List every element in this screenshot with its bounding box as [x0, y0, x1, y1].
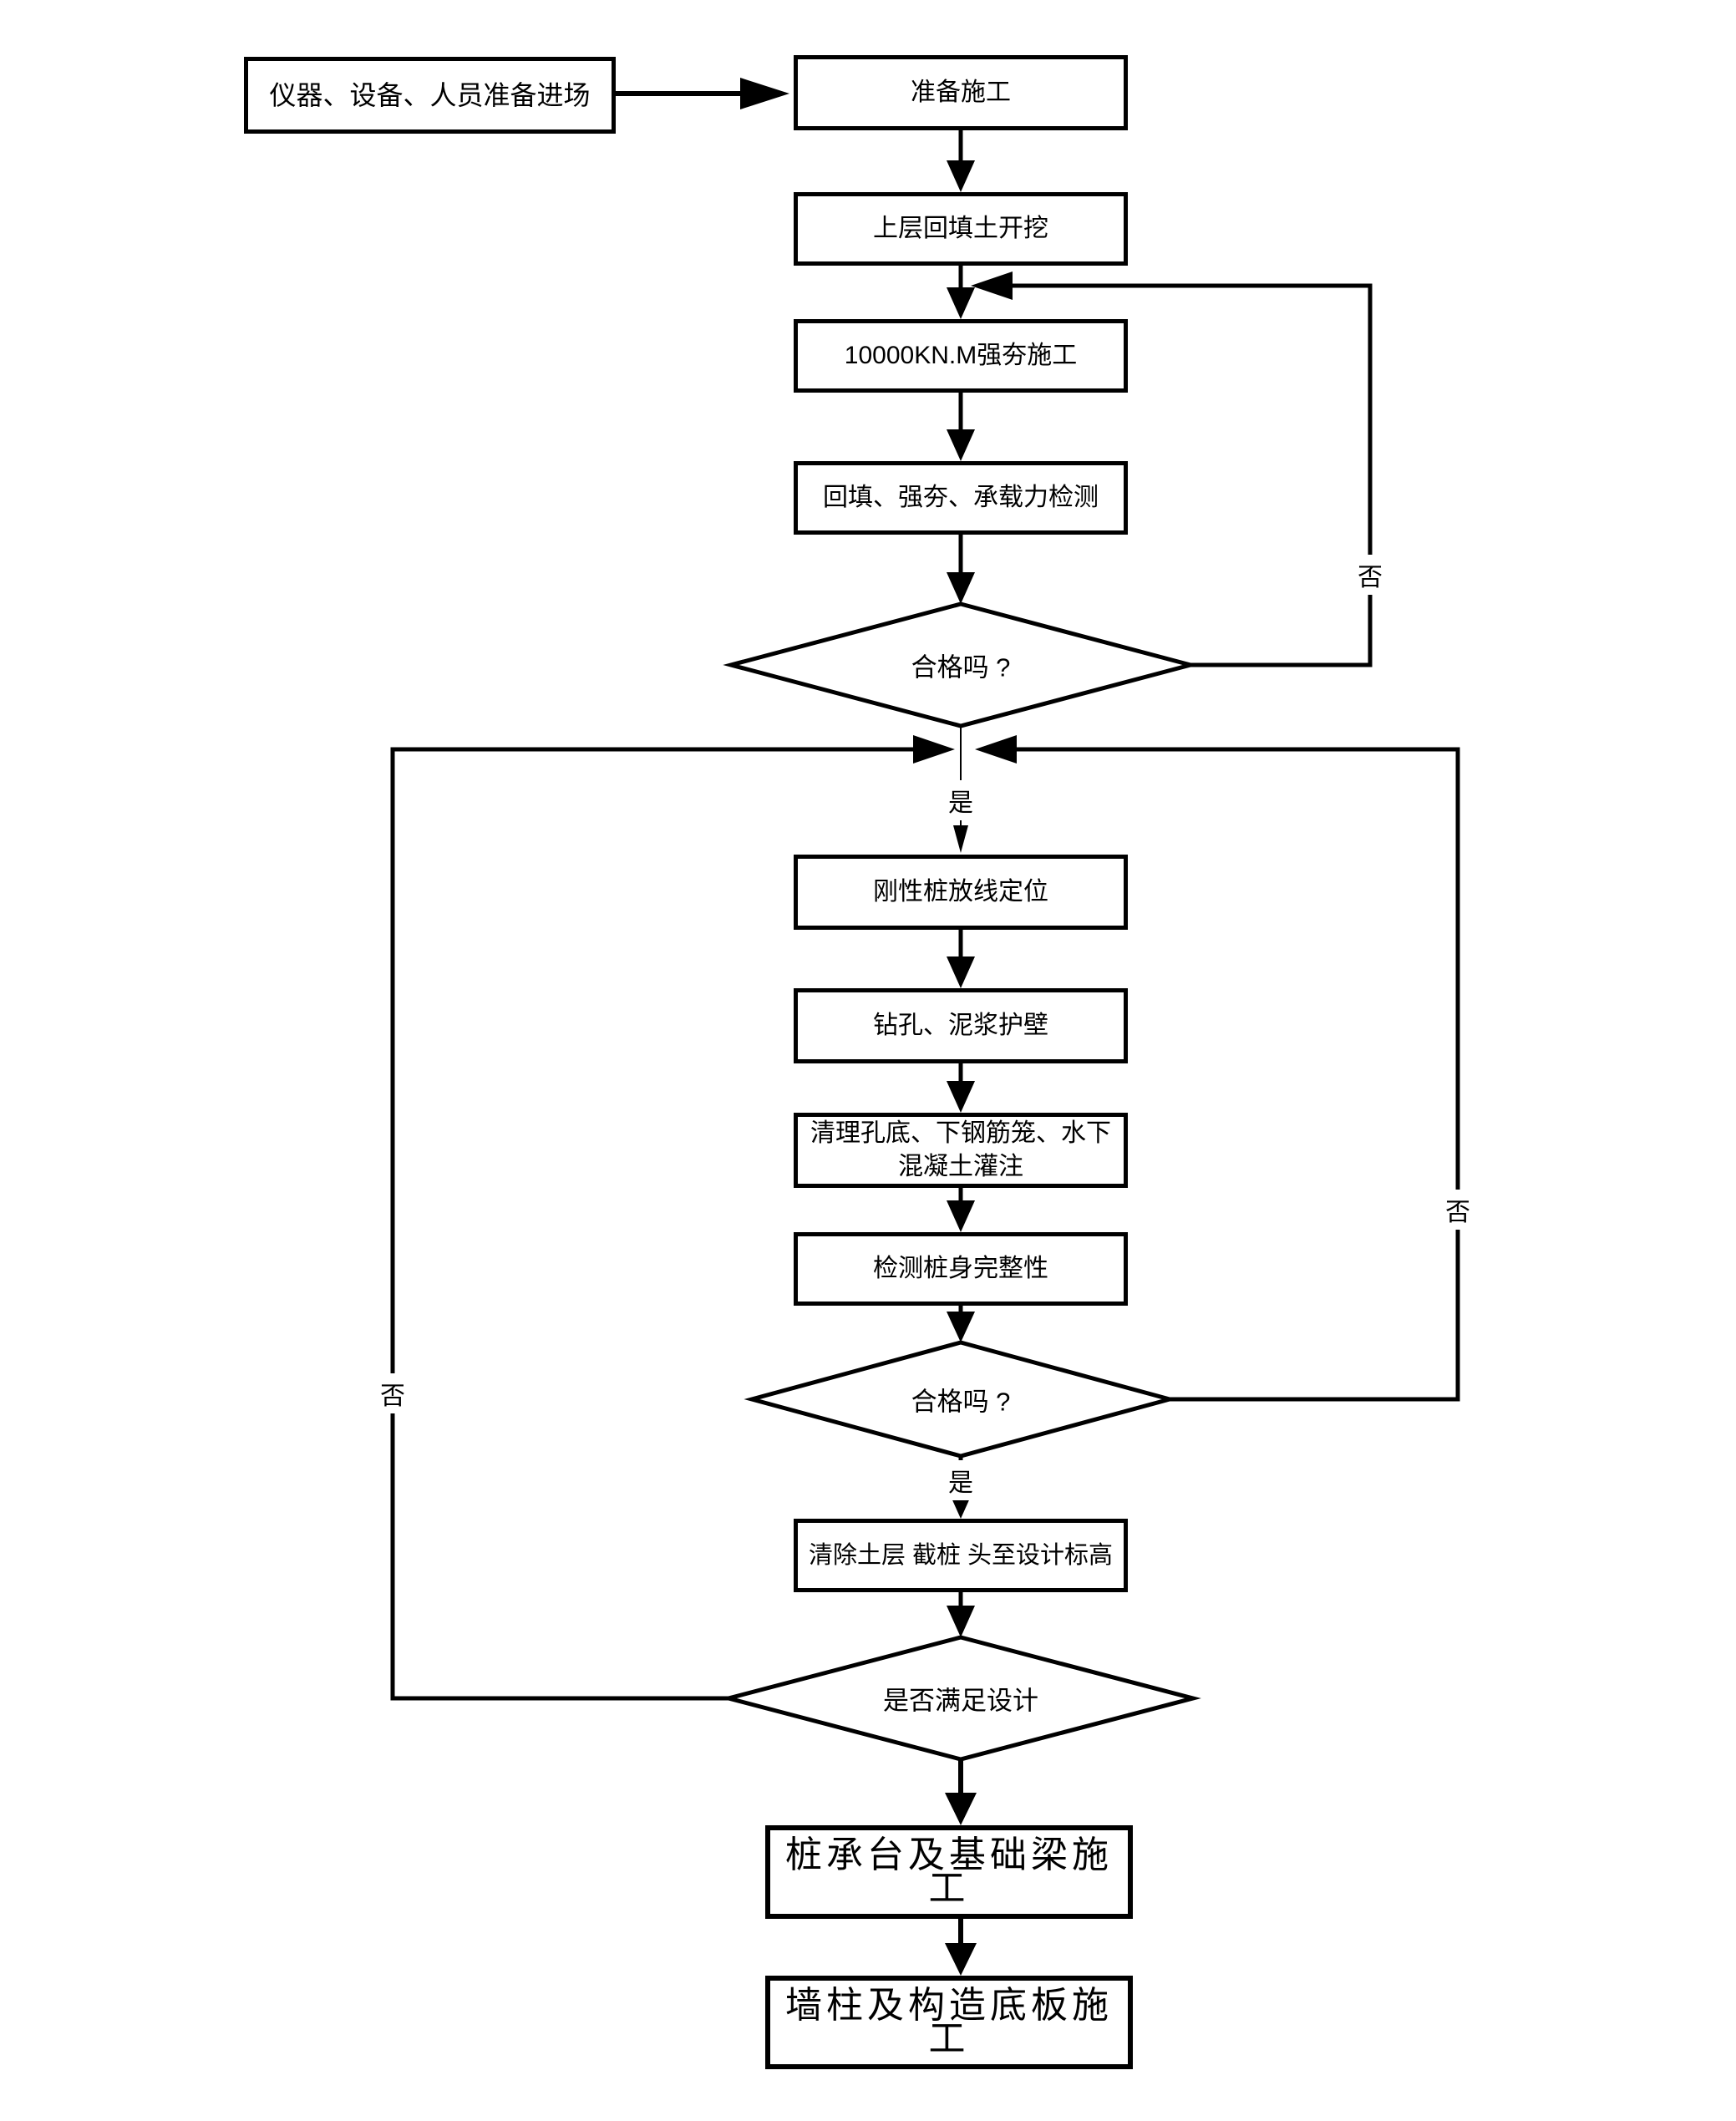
edge-concrete-to-integrity	[947, 1188, 975, 1232]
node-dynamic-compaction: 10000KN.M强夯施工	[794, 319, 1128, 393]
node-clean-hole-cage-concrete: 清理孔底、下钢筋笼、水下 混凝土灌注	[794, 1113, 1128, 1188]
edge-qualified2-no-loop	[975, 735, 1460, 1402]
node-remove-soil-cut-pile: 清除土层 截桩 头至设计标高	[794, 1519, 1128, 1592]
edge-pilecap-to-wallcolumn	[945, 1919, 977, 1976]
edge-meets-design-to-pilecap	[945, 1759, 977, 1825]
edge-label-no-2: 否	[1443, 1190, 1473, 1230]
node-rigid-pile-layout: 刚性桩放线定位	[794, 855, 1128, 930]
edge-label-yes-2: 是	[946, 1460, 976, 1500]
node-prepare-construction: 准备施工	[794, 55, 1128, 130]
edge-compaction-to-test	[947, 393, 975, 461]
edge-layout-to-drilling	[947, 930, 975, 988]
edge-label-yes-1: 是	[946, 780, 976, 820]
node-pile-integrity-test: 检测桩身完整性	[794, 1232, 1128, 1306]
edge-cutpile-to-meets-design	[947, 1592, 975, 1637]
edge-label-no-3: 否	[378, 1373, 408, 1413]
edge-drilling-to-concrete	[947, 1063, 975, 1113]
edges	[390, 78, 1460, 1976]
edge-prepare-to-excavation	[947, 130, 975, 192]
edge-qualified1-no-loop	[971, 271, 1373, 667]
node-pile-cap-foundation-beam: 桩承台及基础梁施工	[765, 1825, 1133, 1919]
node-upper-backfill-excavation: 上层回填土开挖	[794, 192, 1128, 266]
edge-prep-entry-to-prepare	[616, 78, 789, 109]
edge-test-to-qualified1	[947, 535, 975, 604]
node-prep-entry: 仪器、设备、人员准备进场	[244, 57, 616, 134]
decision-qualified-1-shape	[723, 601, 1199, 728]
decision-meets-design-shape	[720, 1635, 1201, 1762]
decision-qualified-2-label: 合格吗 ?	[911, 1387, 1011, 1417]
decision-qualified-2-shape	[744, 1340, 1178, 1459]
edge-excavation-to-compaction	[947, 266, 975, 319]
node-drilling-mud-wall: 钻孔、泥浆护壁	[794, 988, 1128, 1063]
edge-integrity-to-qualified2	[947, 1306, 975, 1342]
edge-meets-design-no-loop	[390, 735, 955, 1701]
decision-qualified-1-label: 合格吗 ?	[911, 652, 1011, 682]
edge-label-no-1: 否	[1355, 555, 1385, 595]
decision-meets-design-label: 是否满足设计	[883, 1686, 1038, 1716]
node-bearing-capacity-test: 回填、强夯、承载力检测	[794, 461, 1128, 535]
node-wall-column-bottom-slab: 墙柱及构造底板施工	[765, 1976, 1133, 2069]
